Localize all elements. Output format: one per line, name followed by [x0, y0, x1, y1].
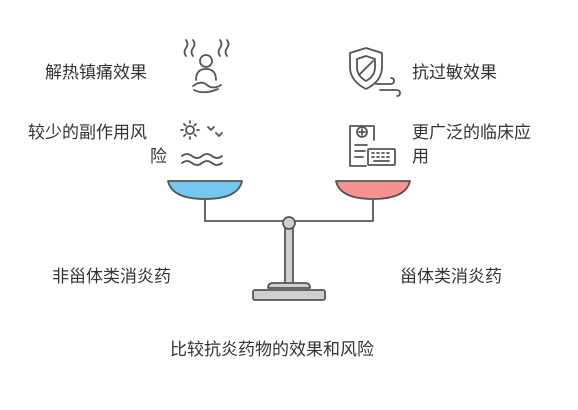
balance-scale [167, 180, 411, 301]
left-side-label-line2: 险 [150, 147, 167, 167]
scale-pivot [282, 216, 296, 230]
medical-record-icon [349, 125, 396, 167]
right-side-label-line1: 更广泛的临床应 [412, 123, 531, 143]
scale-base-top [267, 282, 311, 289]
person-heat-icon [183, 39, 230, 94]
weather-sun-waves-icon [180, 120, 223, 166]
left-pan [167, 180, 243, 200]
scale-base [252, 289, 326, 301]
left-side-label-line1: 较少的副作用风 [28, 123, 147, 143]
left-category-label: 非甾体类消炎药 [52, 267, 171, 287]
right-effect-label: 抗过敏效果 [412, 63, 497, 83]
right-pan [335, 180, 411, 200]
right-side-label-line2: 用 [412, 147, 429, 167]
left-effect-label: 解热镇痛效果 [45, 63, 147, 83]
right-category-label: 甾体类消炎药 [400, 267, 502, 287]
scale-post [284, 221, 294, 285]
shield-wind-icon [349, 47, 401, 97]
diagram-caption: 比较抗炎药物的效果和风险 [170, 340, 374, 360]
